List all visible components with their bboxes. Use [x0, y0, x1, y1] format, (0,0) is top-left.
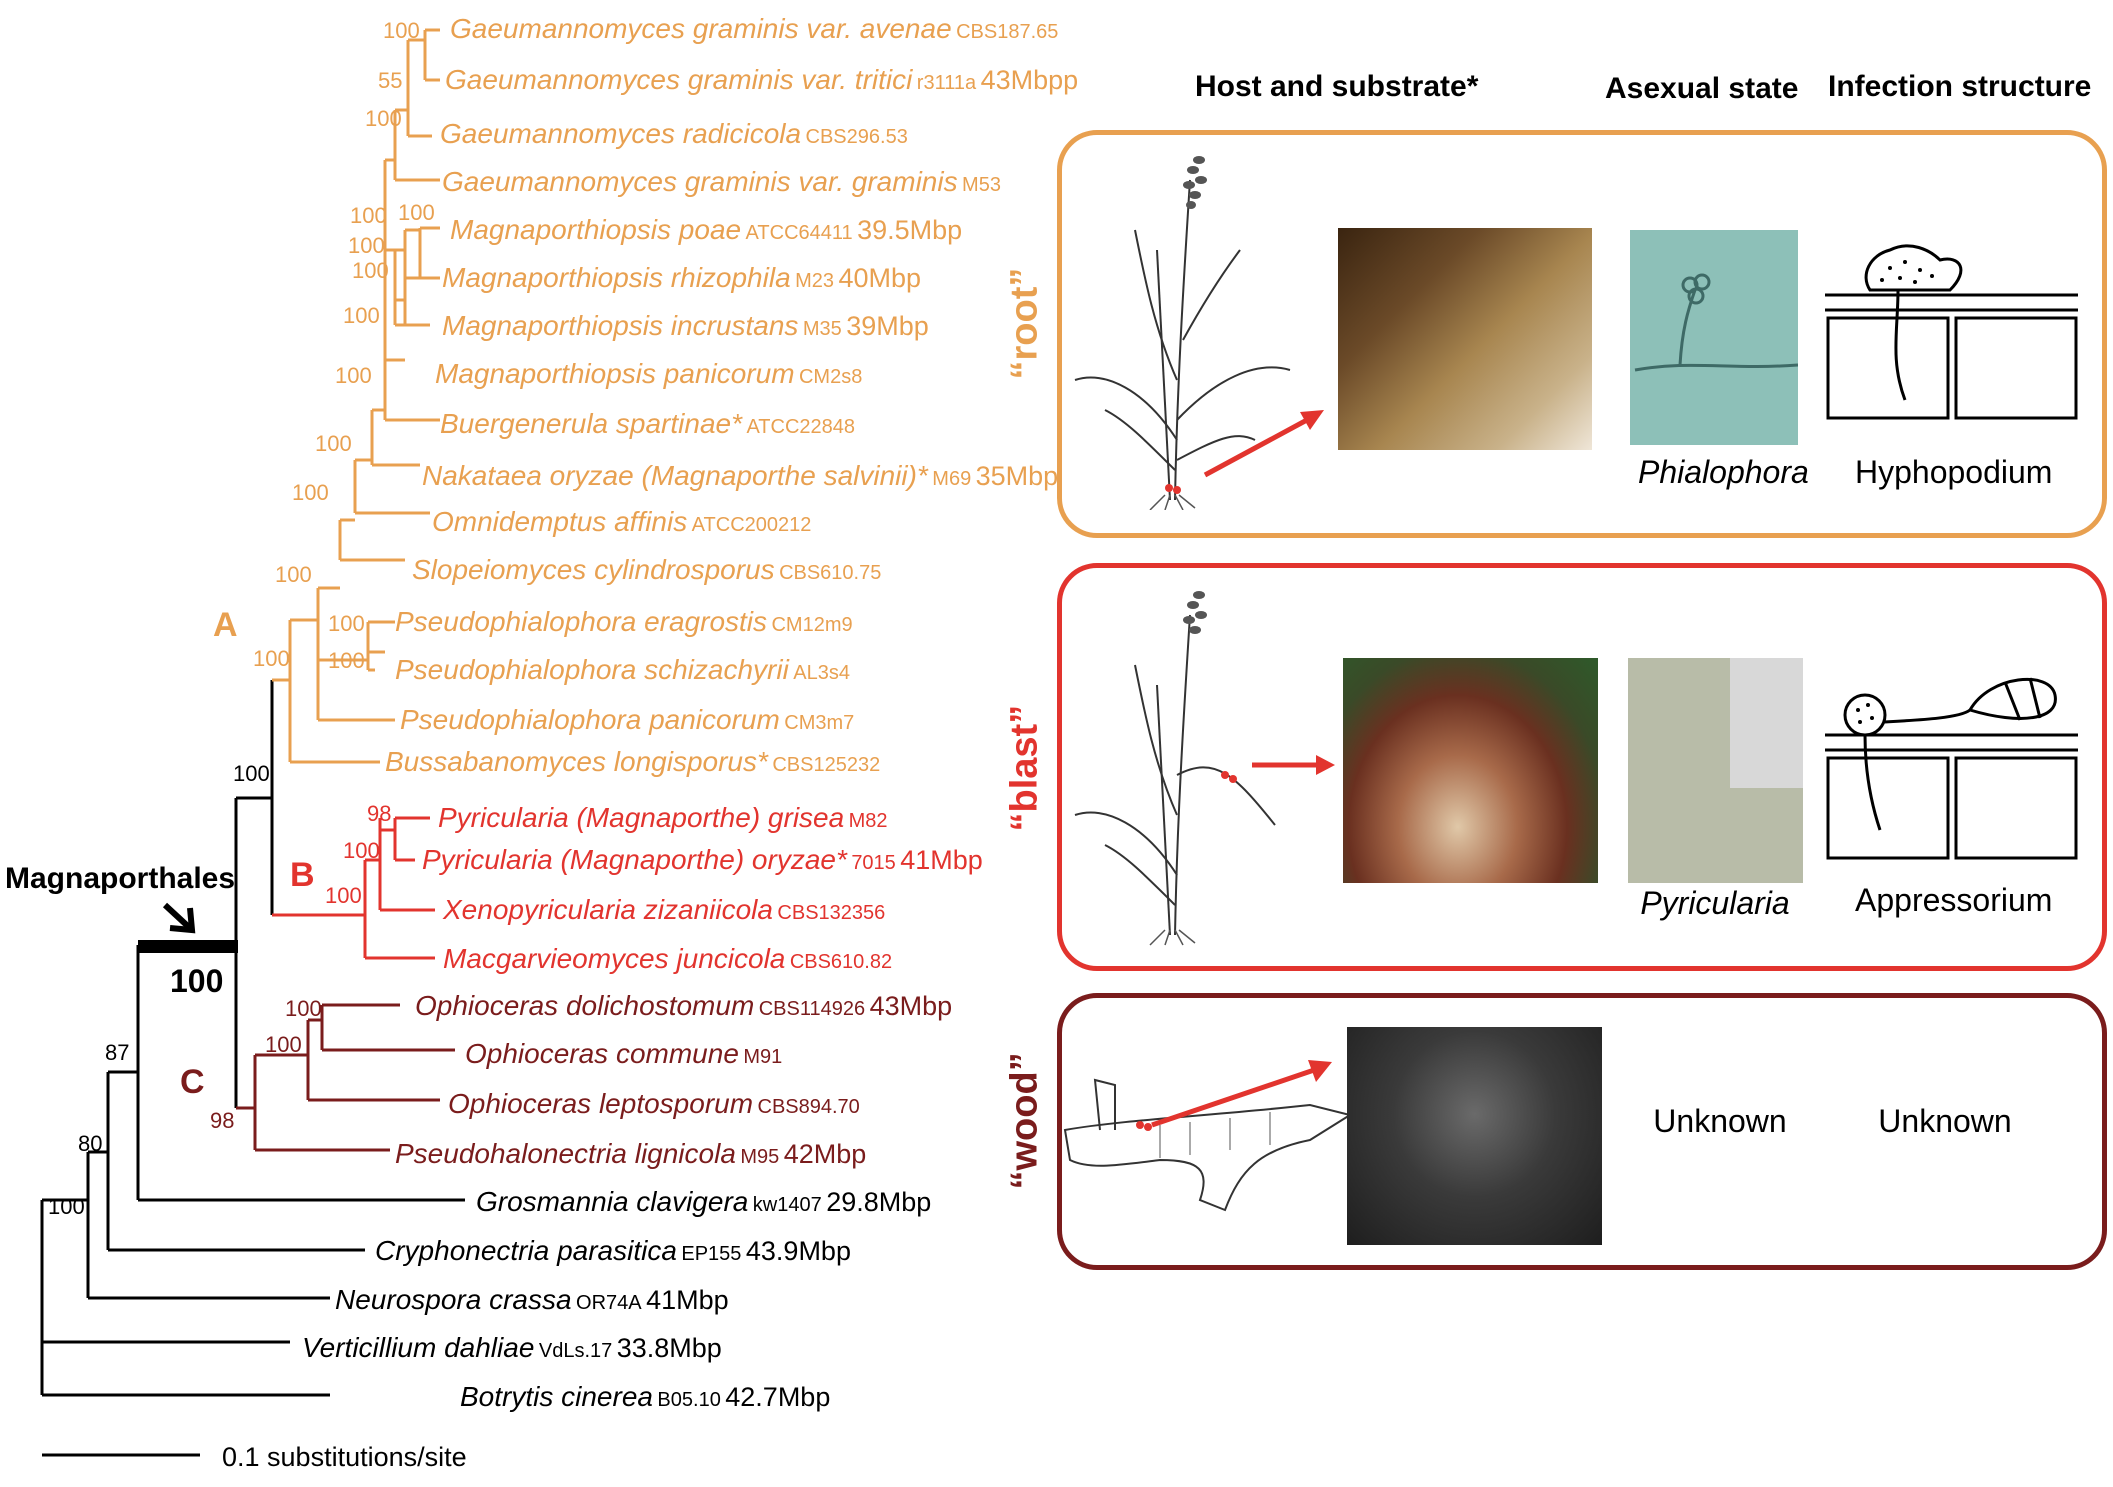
appressorium-illustration [1825, 677, 2078, 860]
wood-infection-caption: Unknown [1878, 1103, 2012, 1139]
taxon-label: Macgarvieomyces juncicola CBS610.82 [443, 943, 893, 974]
bootstrap-value: 100 [328, 611, 365, 636]
clade-b-branches [272, 816, 435, 960]
taxon-label: Gaeumannomyces graminis var. avenae CBS1… [450, 13, 1059, 44]
pyricularia-conidia-inset [1730, 658, 1803, 788]
bootstrap-value: 100 [253, 646, 290, 671]
bootstrap-value: 100 [365, 106, 402, 131]
root-panel [1057, 130, 2107, 538]
clade-label-c: C [180, 1063, 205, 1101]
wood-branch-illustration [1063, 1078, 1353, 1212]
taxon-label: Grosmannia clavigera kw1407 29.8Mbp [476, 1186, 932, 1217]
bootstrap-value: 100 [48, 1194, 85, 1219]
phialophora-conidiophore-illustration [1634, 273, 1798, 372]
taxon-label: Pseudophialophora eragrostis CM12m9 [395, 606, 853, 637]
phylogenetic-tree [40, 28, 465, 1457]
taxon-label: Magnaporthiopsis poae ATCC64411 39.5Mbp [450, 214, 963, 245]
bootstrap-value: 80 [78, 1131, 103, 1156]
perithecium-photo [1347, 1027, 1602, 1245]
grass-plant-illustration [1074, 591, 1276, 946]
taxon-label: Pseudohalonectria lignicola M95 42Mbp [395, 1138, 867, 1169]
taxon-label: Neurospora crassa OR74A 41Mbp [335, 1284, 729, 1315]
wood-panel [1057, 993, 2107, 1270]
taxon-label: Gaeumannomyces graminis var. graminis M5… [442, 166, 1001, 197]
taxon-label: Magnaporthiopsis incrustans M35 39Mbp [442, 310, 929, 341]
bootstrap-value: 98 [210, 1108, 235, 1133]
phialophora-micrograph [1630, 230, 1798, 445]
taxon-label: Pseudophialophora panicorum CM3m7 [400, 704, 855, 735]
bootstrap-value: 100 [275, 562, 312, 587]
bootstrap-value: 100 [265, 1032, 302, 1057]
bootstrap-value: 87 [105, 1040, 130, 1065]
taxon-label: Xenopyricularia zizaniicola CBS132356 [443, 894, 886, 925]
clade-c-branches [236, 1003, 455, 1152]
blast-panel [1057, 563, 2107, 971]
taxon-label: Slopeiomyces cylindrosporus CBS610.75 [412, 554, 882, 585]
taxon-label: Pseudophialophora schizachyrii AL3s4 [395, 654, 850, 685]
blast-asexual-caption: Pyricularia [1640, 885, 1790, 921]
taxon-label: Gaeumannomyces radicicola CBS296.53 [440, 118, 908, 149]
bootstrap-value: 98 [367, 801, 392, 826]
bootstrap-value: 100 [343, 838, 380, 863]
taxon-label: Gaeumannomyces graminis var. tritici r31… [445, 64, 1079, 95]
bootstrap-value: 100 [292, 480, 329, 505]
magnaporthales-bar [138, 940, 238, 953]
taxon-label: Omnidemptus affinis ATCC200212 [432, 506, 812, 537]
wood-asexual-caption: Unknown [1653, 1103, 1787, 1139]
header-host: Host and substrate* [1195, 70, 1479, 103]
taxon-label: Ophioceras commune M91 [465, 1038, 783, 1069]
red-arrow-icon [1151, 1060, 1332, 1128]
clade-label-a: A [213, 606, 238, 644]
taxon-label: Ophioceras dolichostomum CBS114926 43Mbp [415, 990, 953, 1021]
order-support: 100 [170, 963, 224, 999]
taxon-label: Magnaporthiopsis rhizophila M23 40Mbp [442, 262, 922, 293]
bootstrap-value: 100 [285, 996, 322, 1021]
bootstrap-value: 100 [398, 200, 435, 225]
taxon-label: Pyricularia (Magnaporthe) oryzae* 7015 4… [422, 844, 983, 875]
taxon-label: Ophioceras leptosporum CBS894.70 [448, 1088, 860, 1119]
clade-label-b: B [290, 856, 315, 894]
bootstrap-value: 100 [315, 431, 352, 456]
taxon-label: Pyricularia (Magnaporthe) grisea M82 [438, 802, 888, 833]
bootstrap-value: 100 [352, 258, 389, 283]
blast-lesion-photo [1343, 658, 1598, 883]
blast-infection-caption: Appressorium [1855, 882, 2053, 918]
blast-panel-label: “blast” [1003, 704, 1046, 832]
red-arrow-icon [1252, 755, 1335, 775]
wood-panel-label: “wood” [1003, 1052, 1046, 1190]
grass-plant-illustration [1074, 156, 1291, 510]
red-arrow-icon [1203, 410, 1324, 478]
clade-a-branches [272, 28, 440, 764]
bootstrap-value: 100 [350, 203, 387, 228]
taxon-label: Botrytis cinerea B05.10 42.7Mbp [460, 1381, 831, 1412]
root-panel-label: “root” [1003, 267, 1046, 380]
taxon-label: Nakataea oryzae (Magnaporthe salvinii)* … [422, 460, 1059, 491]
header-infection: Infection structure [1828, 70, 2092, 103]
header-asexual: Asexual state [1605, 72, 1799, 105]
magnaporthales-arrow [162, 902, 196, 934]
bootstrap-value: 100 [325, 883, 362, 908]
root-infection-caption: Hyphopodium [1855, 454, 2053, 490]
taxon-label: Magnaporthiopsis panicorum CM2s8 [435, 358, 863, 389]
scale-label: 0.1 substitutions/site [222, 1442, 467, 1472]
bootstrap-value: 55 [378, 68, 403, 93]
taxon-label: Buergenerula spartinae* ATCC22848 [440, 408, 856, 439]
root-tissue-photo [1338, 228, 1592, 450]
hyphopodium-illustration [1825, 244, 2078, 420]
bootstrap-value: 100 [328, 648, 365, 673]
root-asexual-caption: Phialophora [1638, 454, 1809, 490]
bootstrap-value: 100 [383, 18, 420, 43]
taxon-label: Bussabanomyces longisporus* CBS125232 [385, 746, 881, 777]
bootstrap-value: 100 [348, 233, 385, 258]
bootstrap-value: 100 [335, 363, 372, 388]
order-label: Magnaporthales [5, 862, 236, 895]
bootstrap-value: 100 [233, 761, 270, 786]
bootstrap-value: 100 [343, 303, 380, 328]
taxon-label: Cryphonectria parasitica EP155 43.9Mbp [375, 1235, 851, 1266]
taxon-label: Verticillium dahliae VdLs.17 33.8Mbp [302, 1332, 722, 1363]
